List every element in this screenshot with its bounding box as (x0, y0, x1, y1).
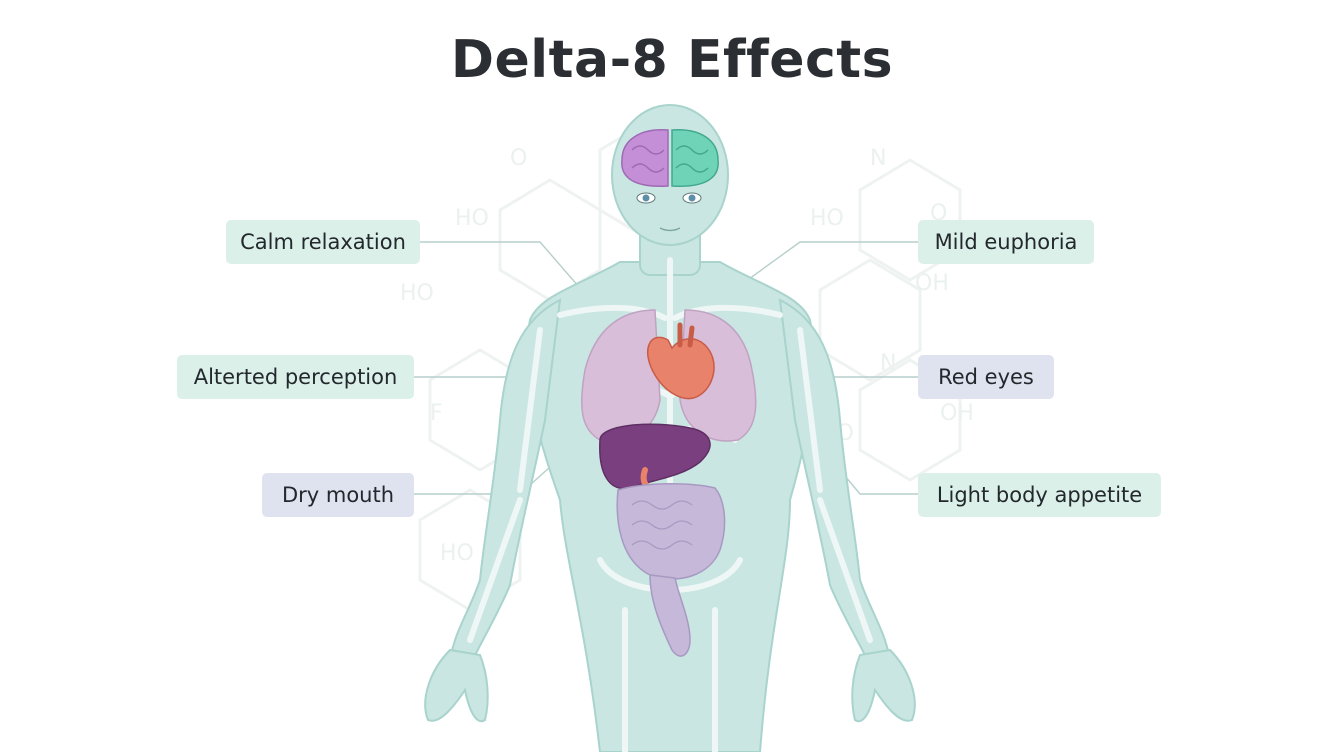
label-mild-euphoria: Mild euphoria (918, 220, 1094, 264)
label-red-eyes: Red eyes (918, 355, 1054, 399)
svg-text:N: N (870, 146, 886, 171)
svg-text:HO: HO (400, 281, 434, 306)
svg-text:HO: HO (440, 541, 474, 566)
svg-text:N: N (880, 351, 896, 376)
label-light-body-appetite: Light body appetite (918, 473, 1161, 517)
svg-text:O: O (510, 146, 527, 171)
svg-text:OH: OH (940, 401, 974, 426)
label-altered-perception: Alterted perception (177, 355, 414, 399)
svg-text:OH: OH (915, 271, 949, 296)
label-dry-mouth: Dry mouth (262, 473, 414, 517)
svg-text:HO: HO (810, 206, 844, 231)
svg-text:HO: HO (455, 206, 489, 231)
label-calm-relaxation: Calm relaxation (226, 220, 420, 264)
svg-text:F: F (430, 401, 443, 426)
page-title: Delta-8 Effects (0, 30, 1344, 90)
